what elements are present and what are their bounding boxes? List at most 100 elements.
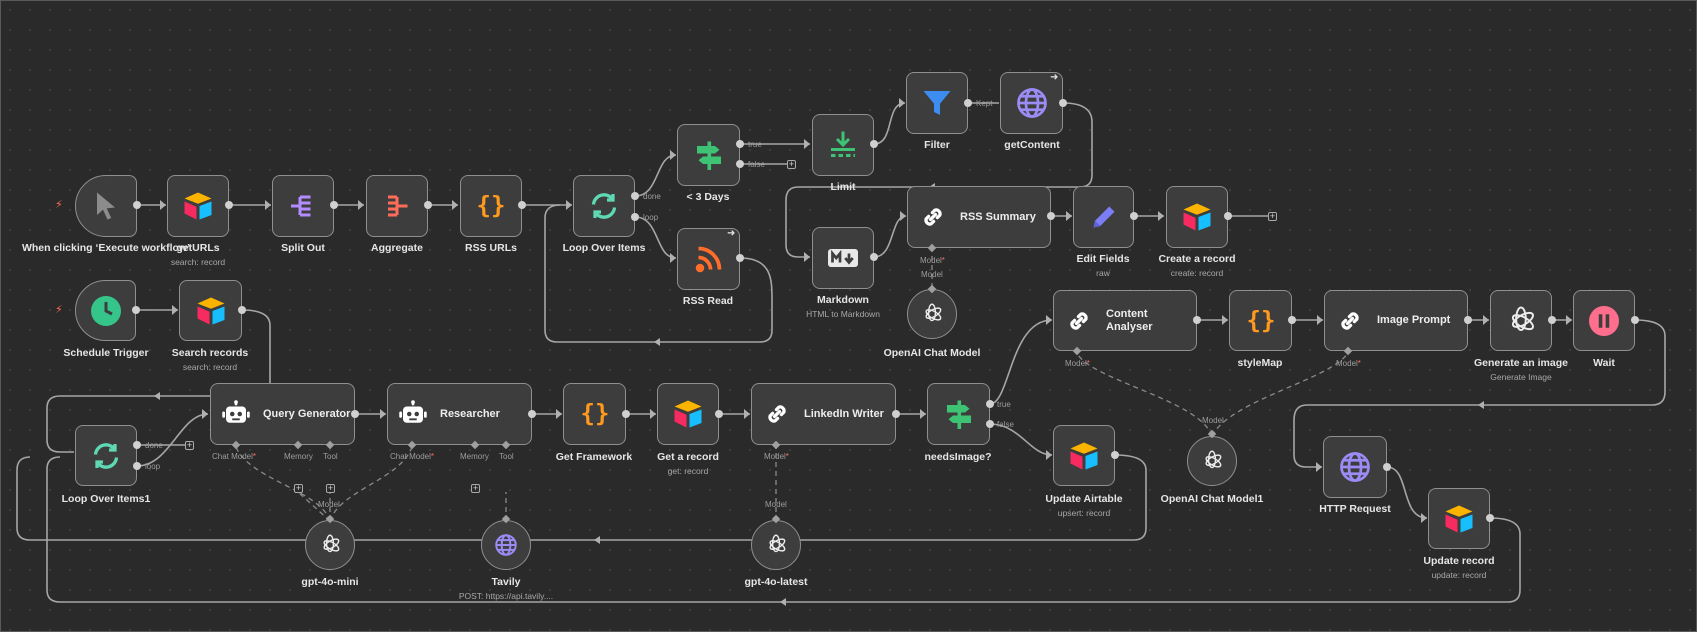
add-memory-button[interactable]: + [294, 483, 303, 493]
airtable-icon [670, 396, 706, 432]
node-loop-over-items1[interactable] [75, 425, 137, 486]
output-handle[interactable] [1288, 316, 1296, 324]
node-update-record[interactable] [1428, 488, 1490, 549]
output-label-true: true [997, 400, 1011, 409]
output-handle[interactable] [132, 306, 140, 314]
node-get-framework[interactable]: {} [563, 383, 626, 445]
arrow-right-icon: ➜ [1050, 72, 1059, 83]
output-handle[interactable] [351, 410, 359, 418]
code-braces-icon: {} [1243, 303, 1279, 339]
output-handle[interactable] [518, 201, 526, 209]
output-handle[interactable] [631, 213, 639, 221]
output-handle[interactable] [1464, 316, 1472, 324]
node-linkedin-writer[interactable]: LinkedIn Writer [751, 383, 896, 445]
output-handle[interactable] [892, 410, 900, 418]
node-stylemap[interactable]: {} [1229, 290, 1292, 351]
node-researcher[interactable]: Researcher [387, 383, 532, 445]
globe-icon [493, 532, 519, 558]
output-handle[interactable] [1130, 212, 1138, 220]
airtable-icon [180, 188, 216, 224]
add-node-button[interactable]: + [185, 440, 194, 450]
port-label-chat-model: Chat Model* [212, 452, 257, 461]
node-filter[interactable] [906, 72, 968, 134]
output-handle[interactable] [238, 306, 246, 314]
node-content-analyser[interactable]: Content Analyser [1053, 290, 1197, 351]
output-handle[interactable] [1193, 316, 1201, 324]
node-label: gpt-4o-latest [744, 576, 808, 588]
output-handle[interactable] [964, 99, 972, 107]
node-label: Loop Over Items1 [61, 493, 151, 505]
node-openai-chat-model1[interactable] [1187, 436, 1237, 486]
node-schedule-trigger[interactable] [75, 280, 136, 341]
node-generate-image[interactable] [1490, 290, 1552, 351]
output-handle[interactable] [1548, 316, 1556, 324]
output-handle[interactable] [1224, 212, 1232, 220]
node-gpt-4o-mini[interactable] [305, 520, 355, 570]
node-needs-image[interactable] [927, 383, 990, 445]
node-http-request[interactable] [1323, 436, 1387, 498]
node-execute-trigger[interactable] [75, 175, 137, 237]
port-label-model: Model [765, 500, 787, 509]
output-handle[interactable] [330, 201, 338, 209]
output-handle[interactable] [133, 201, 141, 209]
output-handle[interactable] [1486, 514, 1494, 522]
node-wait[interactable] [1573, 290, 1635, 351]
output-handle[interactable] [715, 410, 723, 418]
output-handle[interactable] [986, 420, 994, 428]
if-signpost-icon [941, 396, 977, 432]
output-handle[interactable] [870, 253, 878, 261]
node-aggregate[interactable] [366, 175, 428, 237]
output-handle[interactable] [133, 462, 141, 470]
output-handle[interactable] [736, 160, 744, 168]
output-handle[interactable] [1383, 463, 1391, 471]
node-gpt-4o-latest[interactable] [751, 520, 801, 570]
node-update-airtable[interactable] [1053, 425, 1115, 486]
add-node-button[interactable]: + [1268, 211, 1277, 221]
output-handle[interactable] [736, 140, 744, 148]
output-handle[interactable] [622, 410, 630, 418]
llm-chain-link-icon [1064, 303, 1094, 339]
node-rss-urls[interactable]: {} [460, 175, 522, 237]
node-openai-chat-model[interactable] [907, 289, 957, 339]
trigger-bolt-icon: ⚡ [55, 199, 63, 211]
node-tavily[interactable] [481, 520, 531, 570]
node-rss-summary[interactable]: RSS Summary [907, 186, 1051, 248]
output-handle[interactable] [1047, 212, 1055, 220]
output-handle[interactable] [870, 140, 878, 148]
output-handle[interactable] [631, 192, 639, 200]
node-search-records[interactable] [179, 280, 242, 341]
node-label: OpenAI Chat Model [883, 347, 981, 359]
output-handle[interactable] [986, 400, 994, 408]
add-memory-button[interactable]: + [471, 483, 480, 493]
globe-icon [1014, 85, 1050, 121]
loop-icon [586, 188, 622, 224]
output-handle[interactable] [424, 201, 432, 209]
output-handle[interactable] [736, 254, 744, 262]
node-3-days[interactable] [677, 124, 740, 186]
node-split-out[interactable] [272, 175, 334, 237]
node-image-prompt[interactable]: Image Prompt [1324, 290, 1468, 351]
port-label-model: Model [318, 500, 340, 509]
output-handle[interactable] [1111, 451, 1119, 459]
airtable-icon [1179, 199, 1215, 235]
node-query-generator[interactable]: Query Generator [210, 383, 355, 445]
output-handle[interactable] [1631, 316, 1639, 324]
output-label-false: false [997, 420, 1014, 429]
node-loop-over-items[interactable] [573, 175, 635, 237]
output-handle[interactable] [133, 441, 141, 449]
loop-icon [88, 438, 124, 474]
node-create-record[interactable] [1166, 186, 1228, 248]
node-edit-fields[interactable] [1073, 186, 1134, 248]
add-node-button[interactable]: + [787, 159, 796, 169]
node-label: < 3 Days [686, 191, 730, 203]
add-tool-button[interactable]: + [326, 483, 335, 493]
node-markdown[interactable] [812, 227, 874, 289]
node-label: HTTP Request [1319, 503, 1391, 515]
node-get-record[interactable] [657, 383, 719, 445]
output-handle[interactable] [1059, 99, 1067, 107]
output-handle[interactable] [225, 201, 233, 209]
node-geturls[interactable] [167, 175, 229, 237]
output-handle[interactable] [528, 410, 536, 418]
